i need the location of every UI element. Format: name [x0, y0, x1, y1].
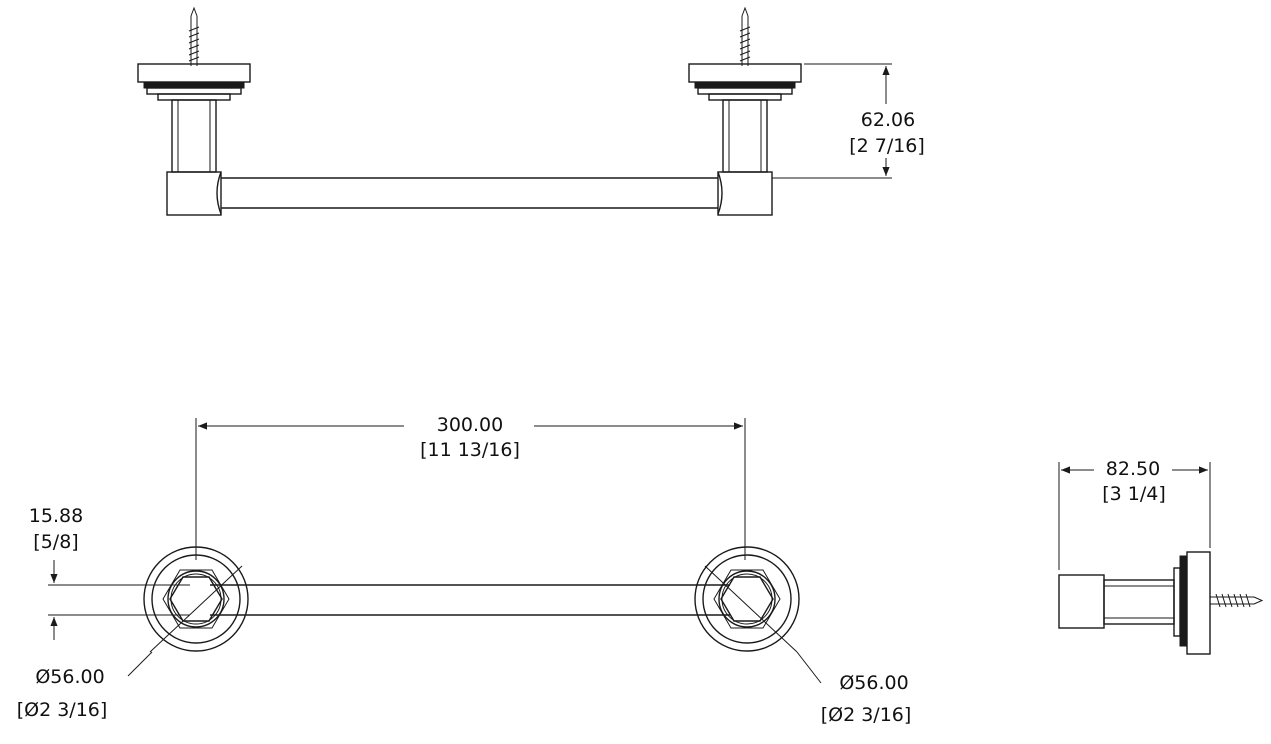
side-inch-label: [3 1/4] [1102, 483, 1166, 505]
right-post [688, 63, 802, 216]
center-inch-label: [11 13/16] [420, 439, 520, 461]
bar-mm-label: 15.88 [29, 505, 83, 527]
side-anchor-screw [1210, 593, 1264, 608]
right-anchor-screw [739, 7, 751, 67]
side-flange [1173, 551, 1211, 655]
towel-bar-top [216, 171, 723, 215]
center-to-center-dimension: 300.00 [11 13/16] [195, 414, 746, 560]
left-flange-mm-label: Ø56.00 [35, 666, 104, 688]
side-view: 82.50 [3 1/4] [1058, 458, 1264, 655]
projection-mm-label: 62.06 [861, 109, 915, 131]
left-anchor-screw [188, 7, 200, 67]
center-mm-label: 300.00 [437, 414, 503, 436]
right-flange-diameter-label: Ø56.00 [Ø2 3/16] [821, 672, 912, 726]
side-post [1103, 579, 1175, 625]
right-flange-mm-label: Ø56.00 [839, 672, 908, 694]
projection-dimension: 62.06 [2 7/16] [772, 63, 925, 179]
left-flange-inch-label: [Ø2 3/16] [17, 699, 108, 721]
front-view: 300.00 [11 13/16] 15.88 [5/8] Ø56.00 [Ø2… [17, 414, 912, 726]
right-flange-inch-label: [Ø2 3/16] [821, 704, 912, 726]
bar-inch-label: [5/8] [33, 531, 78, 553]
bar-diameter-dimension: 15.88 [5/8] [29, 505, 190, 640]
projection-inch-label: [2 7/16] [849, 135, 925, 157]
side-depth-dimension: 82.50 [3 1/4] [1058, 458, 1211, 570]
left-flange-diameter-label: Ø56.00 [Ø2 3/16] [17, 666, 108, 721]
left-flange-front [127, 546, 249, 677]
towel-bar-front [210, 584, 730, 616]
side-end-cap [1058, 574, 1105, 629]
left-post [137, 63, 251, 216]
top-view: 62.06 [2 7/16] [137, 7, 925, 216]
right-flange-front [694, 546, 822, 684]
side-mm-label: 82.50 [1106, 458, 1160, 480]
